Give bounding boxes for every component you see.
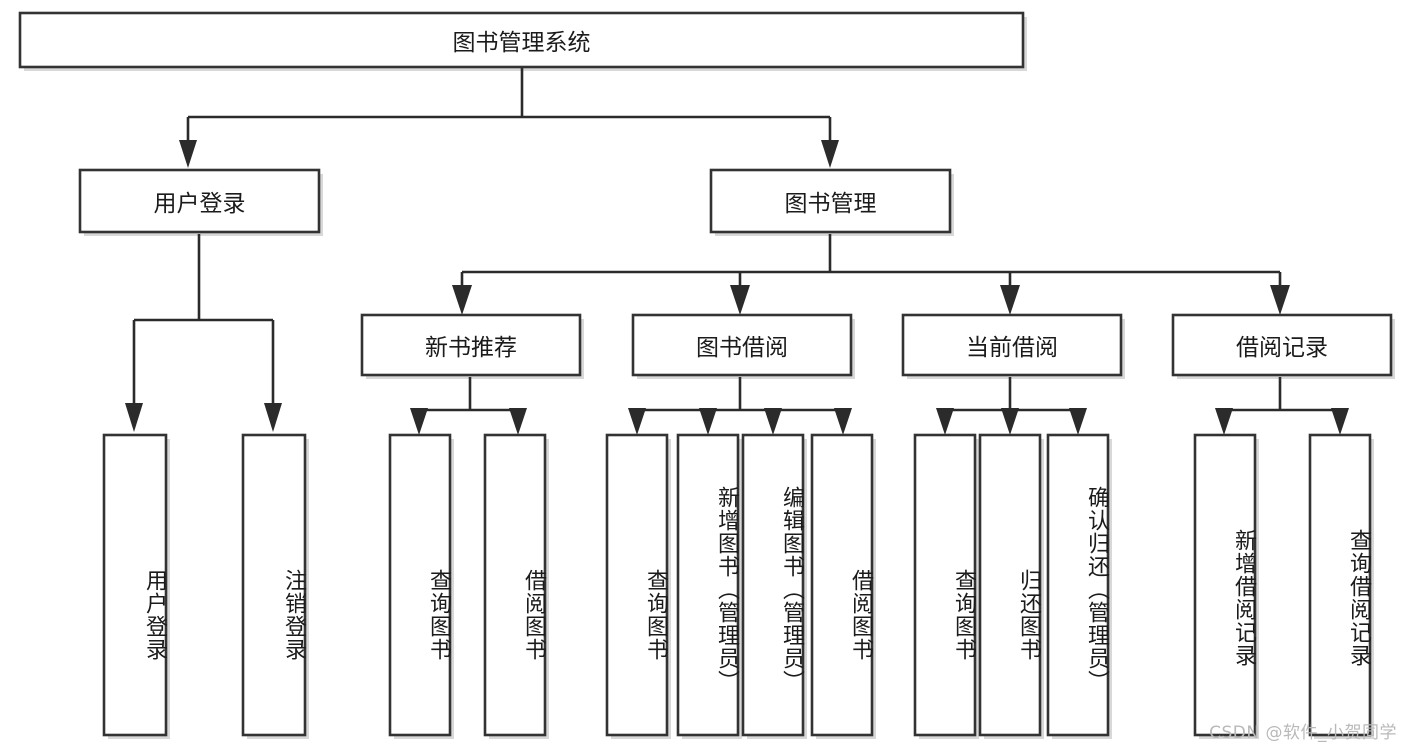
arrow-user-login	[179, 140, 197, 168]
node-leaf-borrow-book-2[interactable]	[810, 433, 874, 737]
node-boxes	[18, 11, 1393, 737]
arrow-leaf-borrow-book-1	[509, 408, 527, 435]
node-current-borrow[interactable]	[901, 313, 1123, 377]
node-root[interactable]	[18, 11, 1025, 69]
arrow-book-manage	[821, 140, 839, 168]
arrow-leaf-user-login	[125, 403, 143, 432]
node-leaf-query-book-3[interactable]	[913, 433, 977, 737]
node-leaf-query-book-1[interactable]	[388, 433, 452, 737]
arrow-current-borrow	[1000, 285, 1020, 315]
node-leaf-query-record[interactable]	[1308, 433, 1372, 737]
arrow-leaf-add-book	[699, 408, 717, 435]
node-leaf-add-book[interactable]	[676, 433, 740, 737]
node-user-login[interactable]	[78, 168, 321, 234]
node-leaf-borrow-book-1[interactable]	[483, 433, 547, 737]
arrow-leaf-query-book-2	[628, 408, 646, 435]
arrow-leaf-query-book-3	[936, 408, 954, 435]
arrow-leaf-add-record	[1215, 408, 1233, 435]
arrow-leaf-return-book	[1001, 408, 1019, 435]
node-borrow-record[interactable]	[1171, 313, 1393, 377]
arrow-book-borrow	[730, 285, 750, 315]
node-leaf-user-login[interactable]	[102, 433, 168, 737]
arrow-leaf-edit-book	[764, 408, 782, 435]
node-leaf-add-record[interactable]	[1193, 433, 1257, 737]
arrow-borrow-record	[1270, 285, 1290, 315]
node-new-book-rec[interactable]	[360, 313, 582, 377]
connectors	[125, 68, 1349, 435]
node-book-manage[interactable]	[709, 168, 952, 234]
arrow-leaf-confirm-return	[1069, 408, 1087, 435]
watermark: CSDN @软件_小贺同学	[1209, 723, 1397, 743]
node-leaf-edit-book[interactable]	[741, 433, 805, 737]
arrow-leaf-query-book-1	[410, 408, 428, 435]
node-leaf-return-book[interactable]	[978, 433, 1042, 737]
node-leaf-query-book-2[interactable]	[605, 433, 669, 737]
arrow-leaf-logout	[264, 403, 282, 432]
node-leaf-logout[interactable]	[241, 433, 307, 737]
node-leaf-confirm-return[interactable]	[1046, 433, 1110, 737]
node-book-borrow[interactable]	[631, 313, 853, 377]
arrow-new-book-rec	[452, 285, 472, 315]
arrow-leaf-borrow-book-2	[834, 408, 852, 435]
arrow-leaf-query-record	[1331, 408, 1349, 435]
